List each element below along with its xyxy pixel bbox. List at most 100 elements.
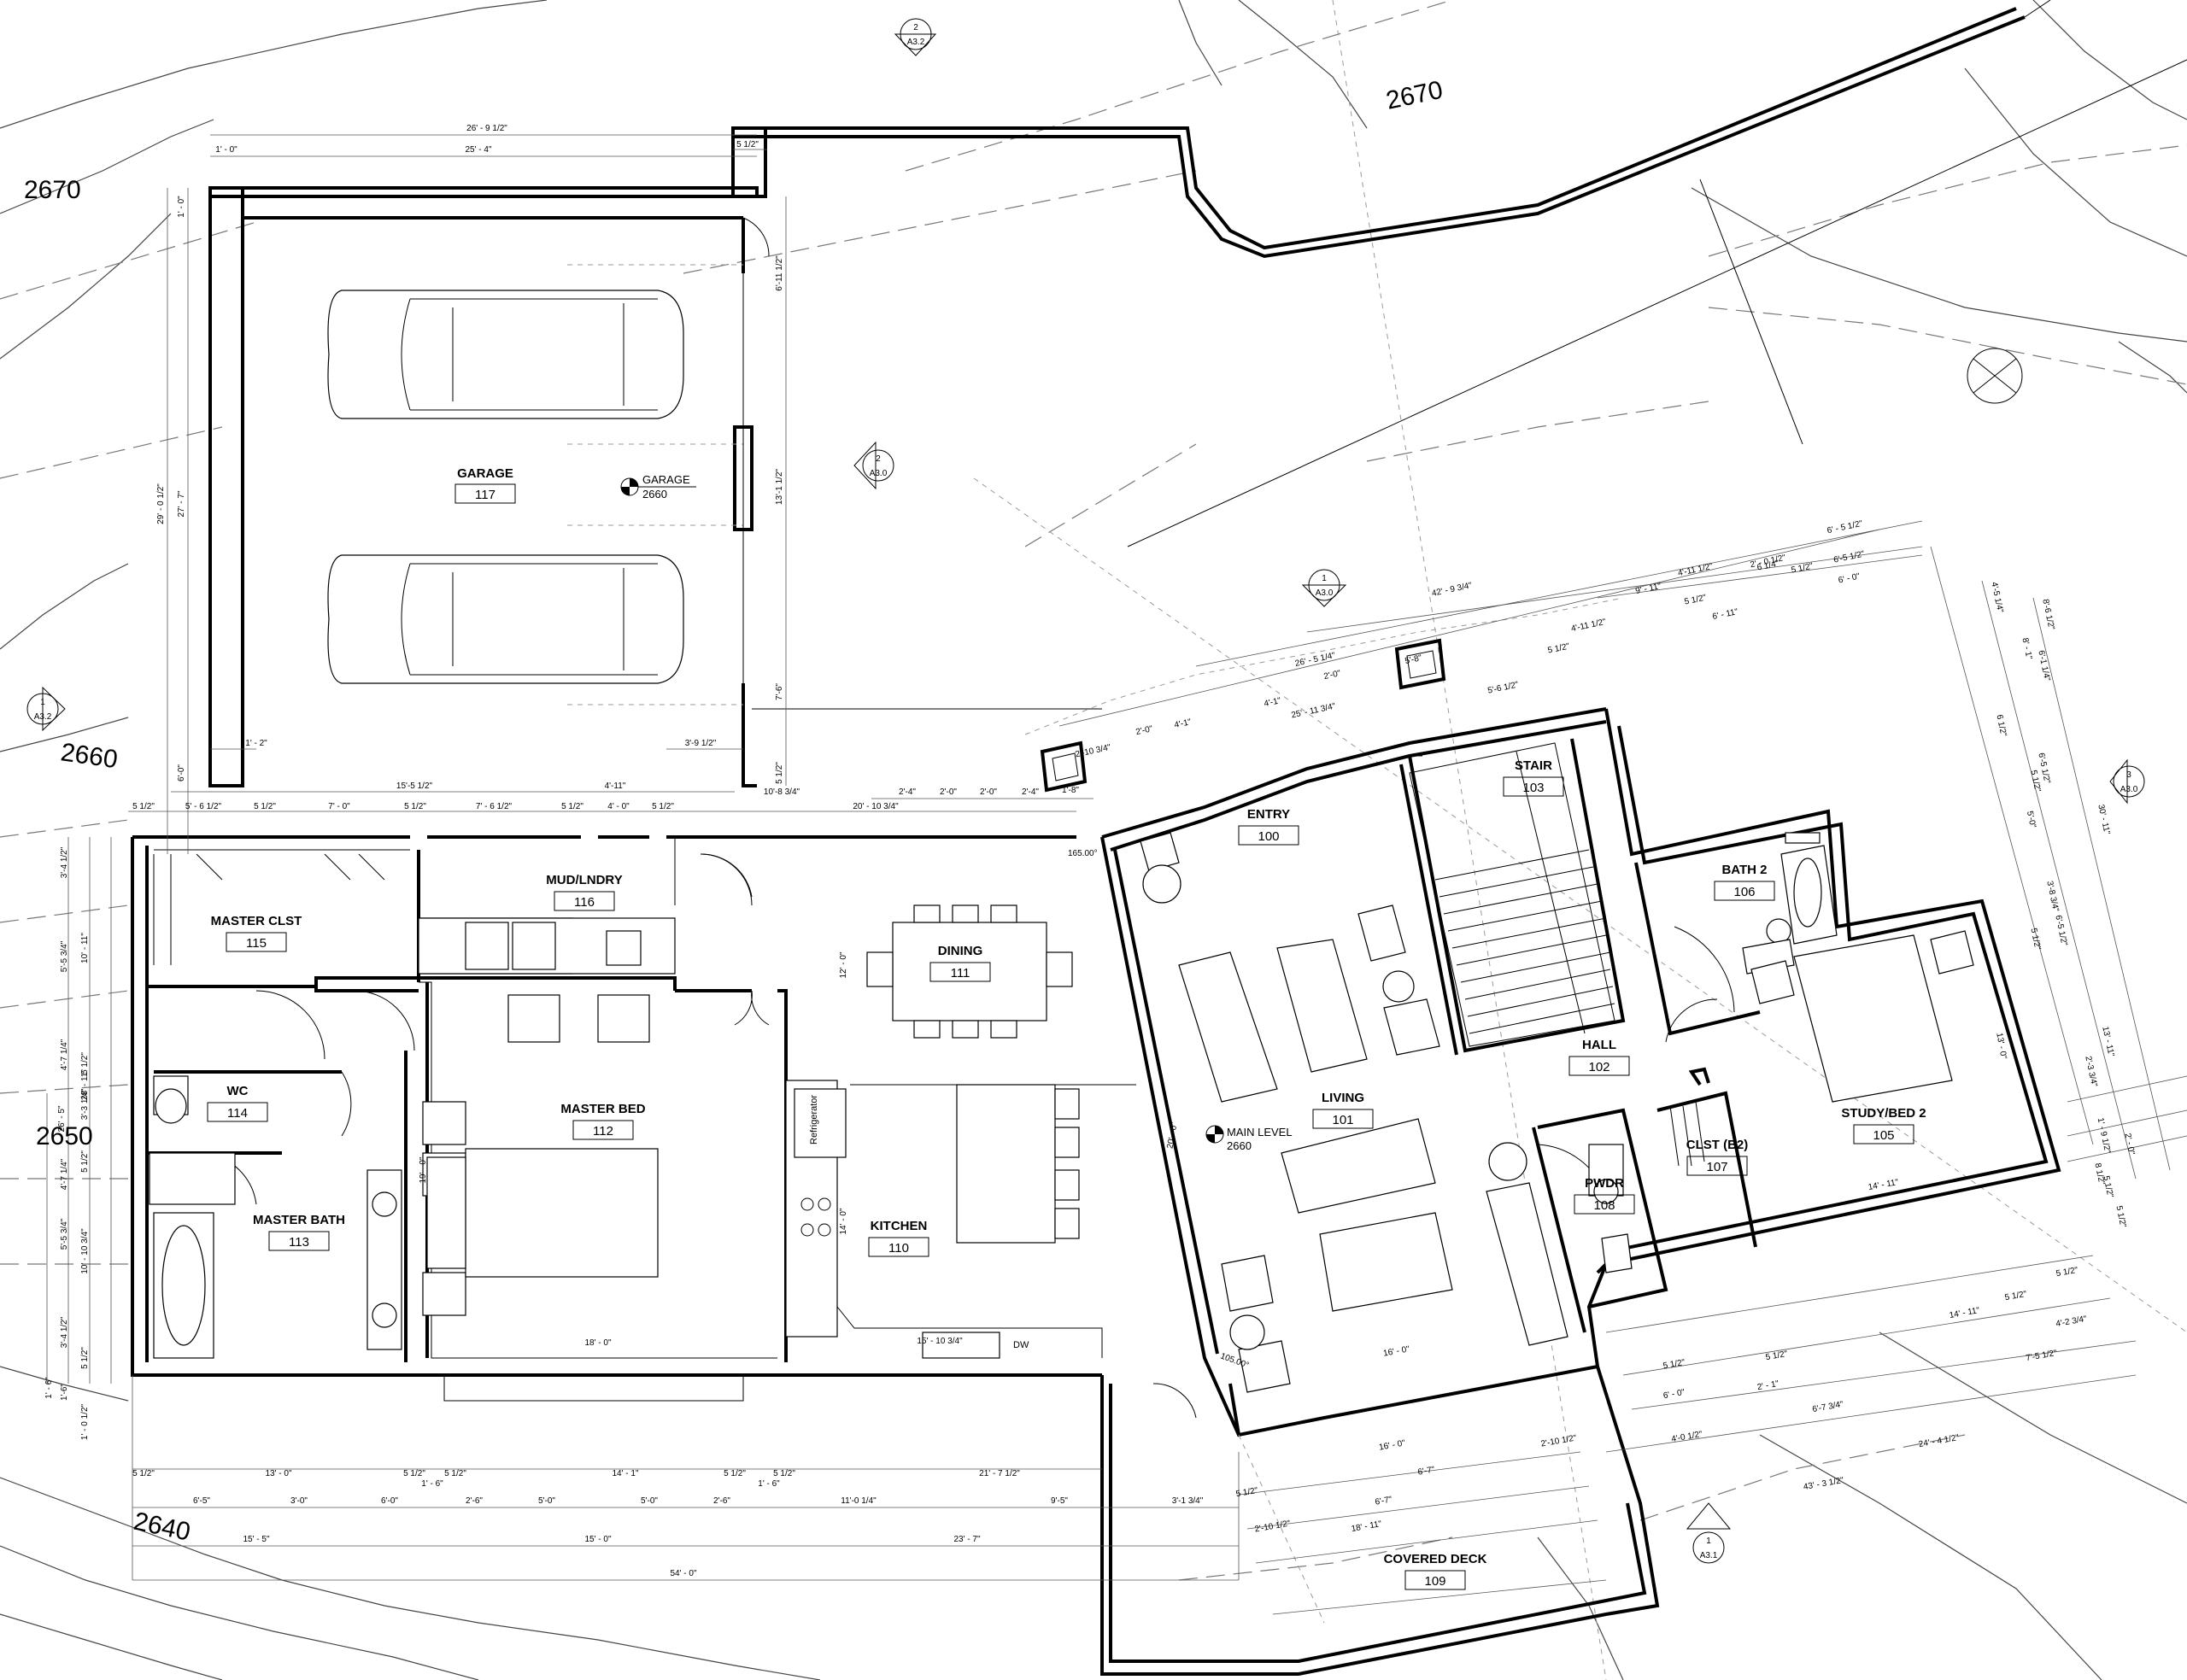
dimension-label: 1'-6" xyxy=(60,1384,69,1401)
dimension-label: 2'-10 1/2" xyxy=(1254,1519,1292,1534)
room-tag-entry: ENTRY 100 xyxy=(1238,807,1299,846)
dimension-label: 7' - 0" xyxy=(328,802,350,811)
svg-text:A3.0: A3.0 xyxy=(870,469,888,478)
dimension-label: 1' - 0" xyxy=(177,196,186,218)
dimension-label: 5 1/2" xyxy=(132,1469,155,1478)
dimension-label: 54' - 0" xyxy=(670,1569,696,1578)
dimension-label: 13' - 0" xyxy=(1994,1032,2008,1060)
dimension-label: 1' - 2" xyxy=(245,739,267,748)
dimension-label: 18' - 11" xyxy=(1351,1519,1383,1534)
svg-text:2670: 2670 xyxy=(24,176,81,204)
room-tag-master-closet: MASTER CLST 115 xyxy=(211,914,302,952)
dimension-label: 20' - 10 3/4" xyxy=(853,802,899,811)
dimension-label: 1'-8" xyxy=(1062,786,1079,795)
dimension-label: 5'-5 3/4" xyxy=(60,1218,69,1250)
site-retaining-wall xyxy=(733,0,2051,259)
dimension-label: 2'-10 1/2" xyxy=(1540,1433,1578,1449)
dimension-label: 1' - 0 1/2" xyxy=(80,1403,90,1440)
dimension-label: 6' - 0" xyxy=(1838,571,1862,585)
svg-text:2670: 2670 xyxy=(1384,76,1445,115)
dimension-label: 30' - 11" xyxy=(2096,804,2111,836)
dimension-label: 5 1/2" xyxy=(254,802,276,811)
svg-text:GARAGE: GARAGE xyxy=(457,466,513,481)
dimension-label: 14' - 11" xyxy=(1867,1178,1900,1192)
svg-text:1: 1 xyxy=(1706,1537,1711,1546)
svg-text:102: 102 xyxy=(1588,1060,1609,1074)
dimension-label: 6'-1 1/4" xyxy=(2036,649,2051,682)
svg-text:HALL: HALL xyxy=(1582,1038,1616,1052)
dimension-label: 5 1/2" xyxy=(404,802,426,811)
mud-laundry xyxy=(418,837,753,975)
dimension-label: 42' - 9 3/4" xyxy=(1431,581,1473,599)
dimension-label: 3'-4 1/2" xyxy=(60,846,69,878)
svg-text:114: 114 xyxy=(227,1106,248,1121)
room-tag-closet-b2: CLST (B2) 107 xyxy=(1686,1138,1748,1176)
svg-text:2660: 2660 xyxy=(1227,1139,1252,1152)
dimension-label: 20' - 0" xyxy=(1165,1121,1179,1150)
dimension-label: 3'-9 1/2" xyxy=(685,739,717,748)
dimension-label: 9' - 11" xyxy=(1635,582,1662,596)
svg-text:BATH 2: BATH 2 xyxy=(1721,863,1767,877)
dimension-label: 5 1/2" xyxy=(403,1469,425,1478)
svg-text:MASTER BED: MASTER BED xyxy=(560,1102,645,1116)
svg-text:STUDY/BED 2: STUDY/BED 2 xyxy=(1841,1106,1926,1121)
dimension-label: 43' - 3 1/2" xyxy=(1803,1476,1844,1492)
dimension-label: 15' - 5" xyxy=(243,1535,269,1544)
dimension-label: 5 1/2" xyxy=(2028,928,2042,951)
svg-text:COVERED DECK: COVERED DECK xyxy=(1384,1552,1487,1566)
svg-text:105: 105 xyxy=(1873,1128,1894,1143)
room-tag-master-bath: MASTER BATH 113 xyxy=(253,1213,345,1251)
dimension-label: 3'-3 1/4" xyxy=(80,1088,90,1120)
dimension-label: 2'-0" xyxy=(1135,724,1154,737)
dimension-label: 5 1/2" xyxy=(132,802,155,811)
svg-text:2660: 2660 xyxy=(642,488,667,500)
dimension-label: 5'-5 3/4" xyxy=(60,940,69,972)
svg-text:2: 2 xyxy=(913,23,918,32)
svg-text:109: 109 xyxy=(1424,1574,1445,1589)
covered-deck xyxy=(1100,1366,1660,1676)
dimension-label: 5'-0" xyxy=(641,1496,658,1506)
dimension-label: 15' - 0" xyxy=(584,1535,611,1544)
svg-text:103: 103 xyxy=(1522,781,1544,795)
svg-text:ENTRY: ENTRY xyxy=(1247,807,1290,822)
section-marker: 2 A3.0 xyxy=(853,441,894,490)
dimension-label: 6 1/4" xyxy=(1756,559,1780,572)
dimension-label: 16' - 0" xyxy=(1382,1344,1410,1358)
dimension-label: 2' - 0" xyxy=(2122,1133,2136,1156)
dimension-label: 4'-0 1/2" xyxy=(1671,1430,1703,1444)
dimension-label: 14' - 1" xyxy=(612,1469,638,1478)
dimension-label: 5 1/2" xyxy=(1684,593,1708,606)
svg-text:STAIR: STAIR xyxy=(1515,758,1552,773)
dimension-label: 11'-0 1/4" xyxy=(841,1496,877,1506)
dimension-label: 4'-7 1/4" xyxy=(60,1039,69,1070)
dimension-label: 5 1/2" xyxy=(1765,1349,1789,1362)
dimension-label: 4'-5 1/4" xyxy=(1989,581,2004,614)
svg-text:3: 3 xyxy=(2126,770,2131,780)
car-upper xyxy=(327,290,684,419)
room-tag-wc: WC 114 xyxy=(207,1084,268,1122)
svg-text:A3.0: A3.0 xyxy=(1316,588,1334,598)
dimension-label: 5 1/2" xyxy=(2101,1175,2114,1199)
section-marker: 1 A3.0 xyxy=(1301,569,1347,607)
dimension-label: 9'-5" xyxy=(1051,1496,1068,1506)
dimension-label: 4'-2 3/4" xyxy=(2055,1314,2088,1329)
svg-text:MASTER CLST: MASTER CLST xyxy=(211,914,302,928)
dimension-label: 5 1/2" xyxy=(736,140,759,149)
svg-text:165.00°: 165.00° xyxy=(1068,849,1098,858)
dimension-label: 5 1/2" xyxy=(2028,770,2042,793)
dimension-label: 3'-8 3/4" xyxy=(2044,880,2060,913)
dimension-label: 4'-1" xyxy=(1264,696,1282,709)
room-tag-bath-2: BATH 2 106 xyxy=(1714,863,1775,901)
section-markers: 2 A3.2 2 A3.0 1 A3.0 1 A3.2 3 A3.0 xyxy=(26,18,2145,1564)
svg-text:108: 108 xyxy=(1593,1198,1615,1213)
dimension-label: 6'-5 1/2" xyxy=(2053,914,2068,947)
section-marker: 2 A3.2 xyxy=(894,18,937,56)
dimension-label: 4'-11 1/2" xyxy=(1677,562,1714,578)
room-tag-hall: HALL 102 xyxy=(1568,1038,1630,1076)
room-tag-stair: STAIR 103 xyxy=(1503,758,1564,797)
room-tag-covered-deck: COVERED DECK 109 xyxy=(1384,1552,1487,1590)
dimension-label: 5'-6 1/2" xyxy=(1486,680,1520,695)
section-marker: 3 A3.0 xyxy=(2109,758,2145,805)
svg-text:112: 112 xyxy=(593,1124,613,1139)
